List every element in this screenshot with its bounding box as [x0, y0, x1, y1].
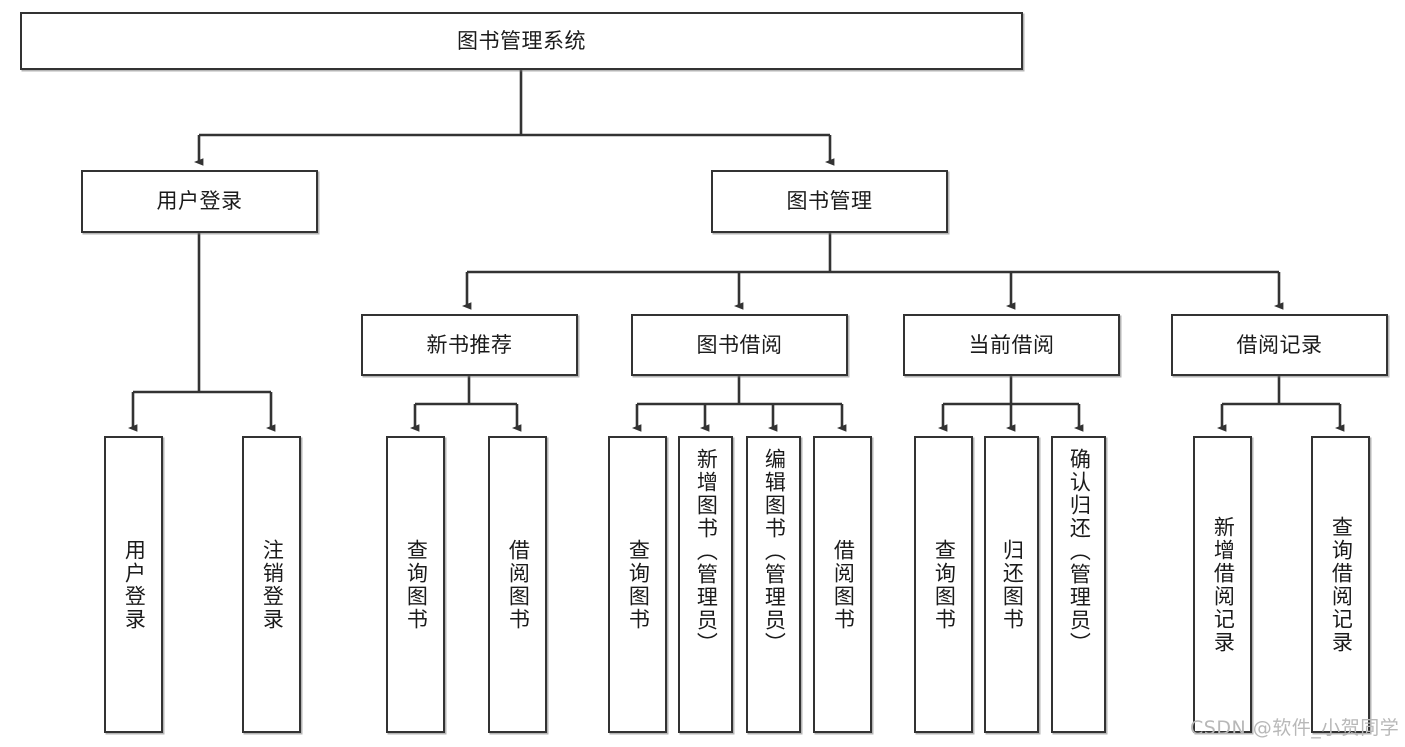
node-book-management-label: 图书管理: [786, 189, 873, 214]
leaf-new-book-query-book[interactable]: 查询图书: [386, 436, 445, 733]
leaf-label: 查询图书: [932, 538, 957, 631]
node-book-management[interactable]: 图书管理: [711, 170, 948, 233]
node-user-login[interactable]: 用户登录: [81, 170, 318, 233]
leaf-current-borrow-confirm-return[interactable]: 确认归还（管理员）: [1051, 436, 1106, 733]
leaf-label: 查询图书: [626, 538, 651, 631]
leaf-label: 新增借阅记录: [1211, 515, 1236, 654]
node-new-book-recommend[interactable]: 新书推荐: [361, 314, 578, 376]
node-new-book-recommend-label: 新书推荐: [426, 332, 513, 357]
node-user-login-label: 用户登录: [156, 189, 243, 214]
leaf-current-borrow-query-book[interactable]: 查询图书: [914, 436, 973, 733]
node-current-borrow-label: 当前借阅: [968, 332, 1055, 357]
leaf-label: 归还图书: [1000, 538, 1025, 631]
leaf-current-borrow-return-book[interactable]: 归还图书: [984, 436, 1039, 733]
csdn-watermark: CSDN @软件_小贺同学: [1190, 717, 1400, 739]
leaf-book-borrow-borrow-book[interactable]: 借阅图书: [813, 436, 872, 733]
leaf-label: 确认归还（管理员）: [1067, 448, 1092, 655]
leaf-label: 查询图书: [404, 538, 429, 631]
node-current-borrow[interactable]: 当前借阅: [903, 314, 1120, 376]
node-borrow-records-label: 借阅记录: [1236, 332, 1323, 357]
leaf-new-book-borrow-book[interactable]: 借阅图书: [488, 436, 547, 733]
node-book-borrow-label: 图书借阅: [696, 332, 783, 357]
leaf-book-borrow-add-book[interactable]: 新增图书（管理员）: [678, 436, 733, 733]
leaf-label: 注销登录: [260, 538, 285, 631]
leaf-label: 查询借阅记录: [1329, 515, 1354, 654]
leaf-label: 借阅图书: [831, 538, 856, 631]
leaf-label: 用户登录: [122, 538, 147, 631]
leaf-user-login-login[interactable]: 用户登录: [104, 436, 163, 733]
node-book-borrow[interactable]: 图书借阅: [631, 314, 848, 376]
leaf-label: 编辑图书（管理员）: [762, 448, 787, 655]
leaf-user-login-logout[interactable]: 注销登录: [242, 436, 301, 733]
leaf-label: 新增图书（管理员）: [694, 448, 719, 655]
node-borrow-records[interactable]: 借阅记录: [1171, 314, 1388, 376]
leaf-label: 借阅图书: [506, 538, 531, 631]
leaf-borrow-records-query-record[interactable]: 查询借阅记录: [1311, 436, 1370, 733]
leaf-book-borrow-edit-book[interactable]: 编辑图书（管理员）: [746, 436, 801, 733]
node-root-label: 图书管理系统: [457, 28, 586, 53]
leaf-book-borrow-query-book[interactable]: 查询图书: [608, 436, 667, 733]
node-root[interactable]: 图书管理系统: [20, 12, 1023, 70]
leaf-borrow-records-add-record[interactable]: 新增借阅记录: [1193, 436, 1252, 733]
